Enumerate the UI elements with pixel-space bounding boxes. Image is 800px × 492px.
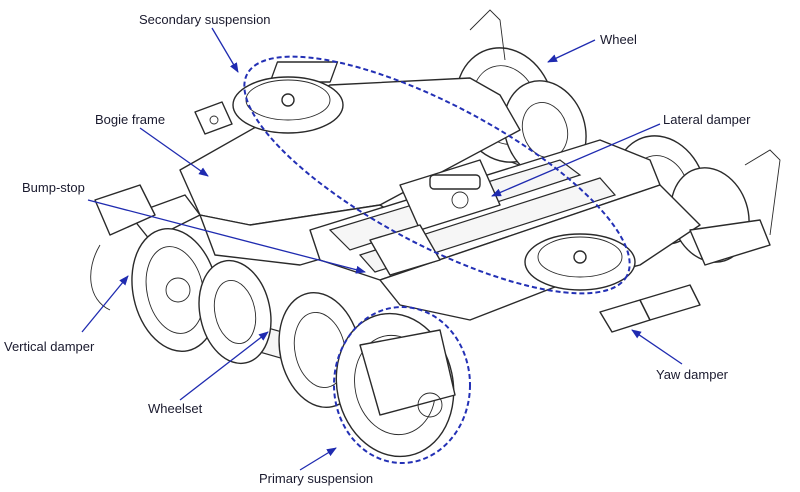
primary-suspension-leader [299,447,337,471]
secondary-suspension-highlight [243,55,631,295]
wheel-leader [547,39,596,63]
label-wheelset: Wheelset [148,401,203,416]
label-secondary-suspension: Secondary suspension [139,12,271,27]
secondary-suspension-leader [211,27,239,73]
equipment-box [194,101,233,135]
bump-stop-leader [87,199,366,274]
wheelset-leader [179,331,269,401]
front-wheelset [131,228,456,458]
air-spring-front [232,76,344,134]
label-lateral-damper: Lateral damper [663,112,751,127]
yaw-damper-body [599,284,701,333]
label-primary-suspension: Primary suspension [259,471,374,486]
yaw-damper-leader [631,329,683,365]
vertical-damper-leader [81,275,129,333]
lateral-damper-leader [491,123,661,197]
label-yaw-damper: Yaw damper [656,367,729,382]
bogie-frame-leader [139,127,209,177]
centre-mechanism [369,159,501,276]
label-bump-stop: Bump-stop [22,180,85,195]
label-bogie-frame: Bogie frame [95,112,166,127]
label-wheel: Wheel [600,32,637,47]
air-spring-rear [524,233,636,291]
primary-suspension-highlight [333,306,471,464]
label-vertical-damper: Vertical damper [4,339,95,354]
